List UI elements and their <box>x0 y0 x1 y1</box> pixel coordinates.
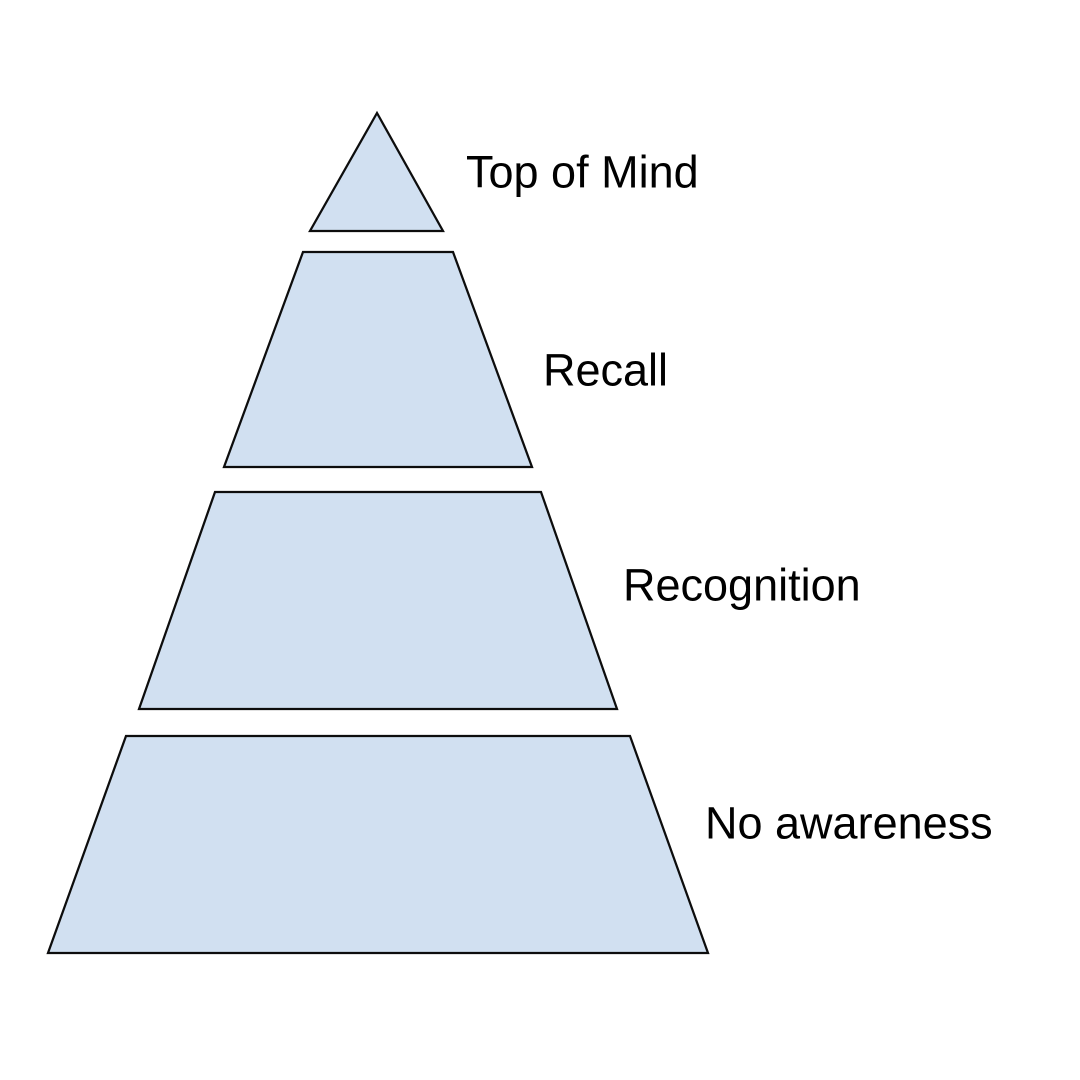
label-no-awareness: No awareness <box>705 797 993 849</box>
label-recall: Recall <box>543 344 669 396</box>
pyramid-segment-no-awareness <box>46 734 710 955</box>
pyramid-segment-recognition <box>137 490 619 711</box>
label-recognition: Recognition <box>623 559 861 611</box>
pyramid-segment-top-of-mind <box>308 110 445 233</box>
label-top-of-mind: Top of Mind <box>466 146 699 198</box>
pyramid-segment-recall <box>222 250 534 469</box>
